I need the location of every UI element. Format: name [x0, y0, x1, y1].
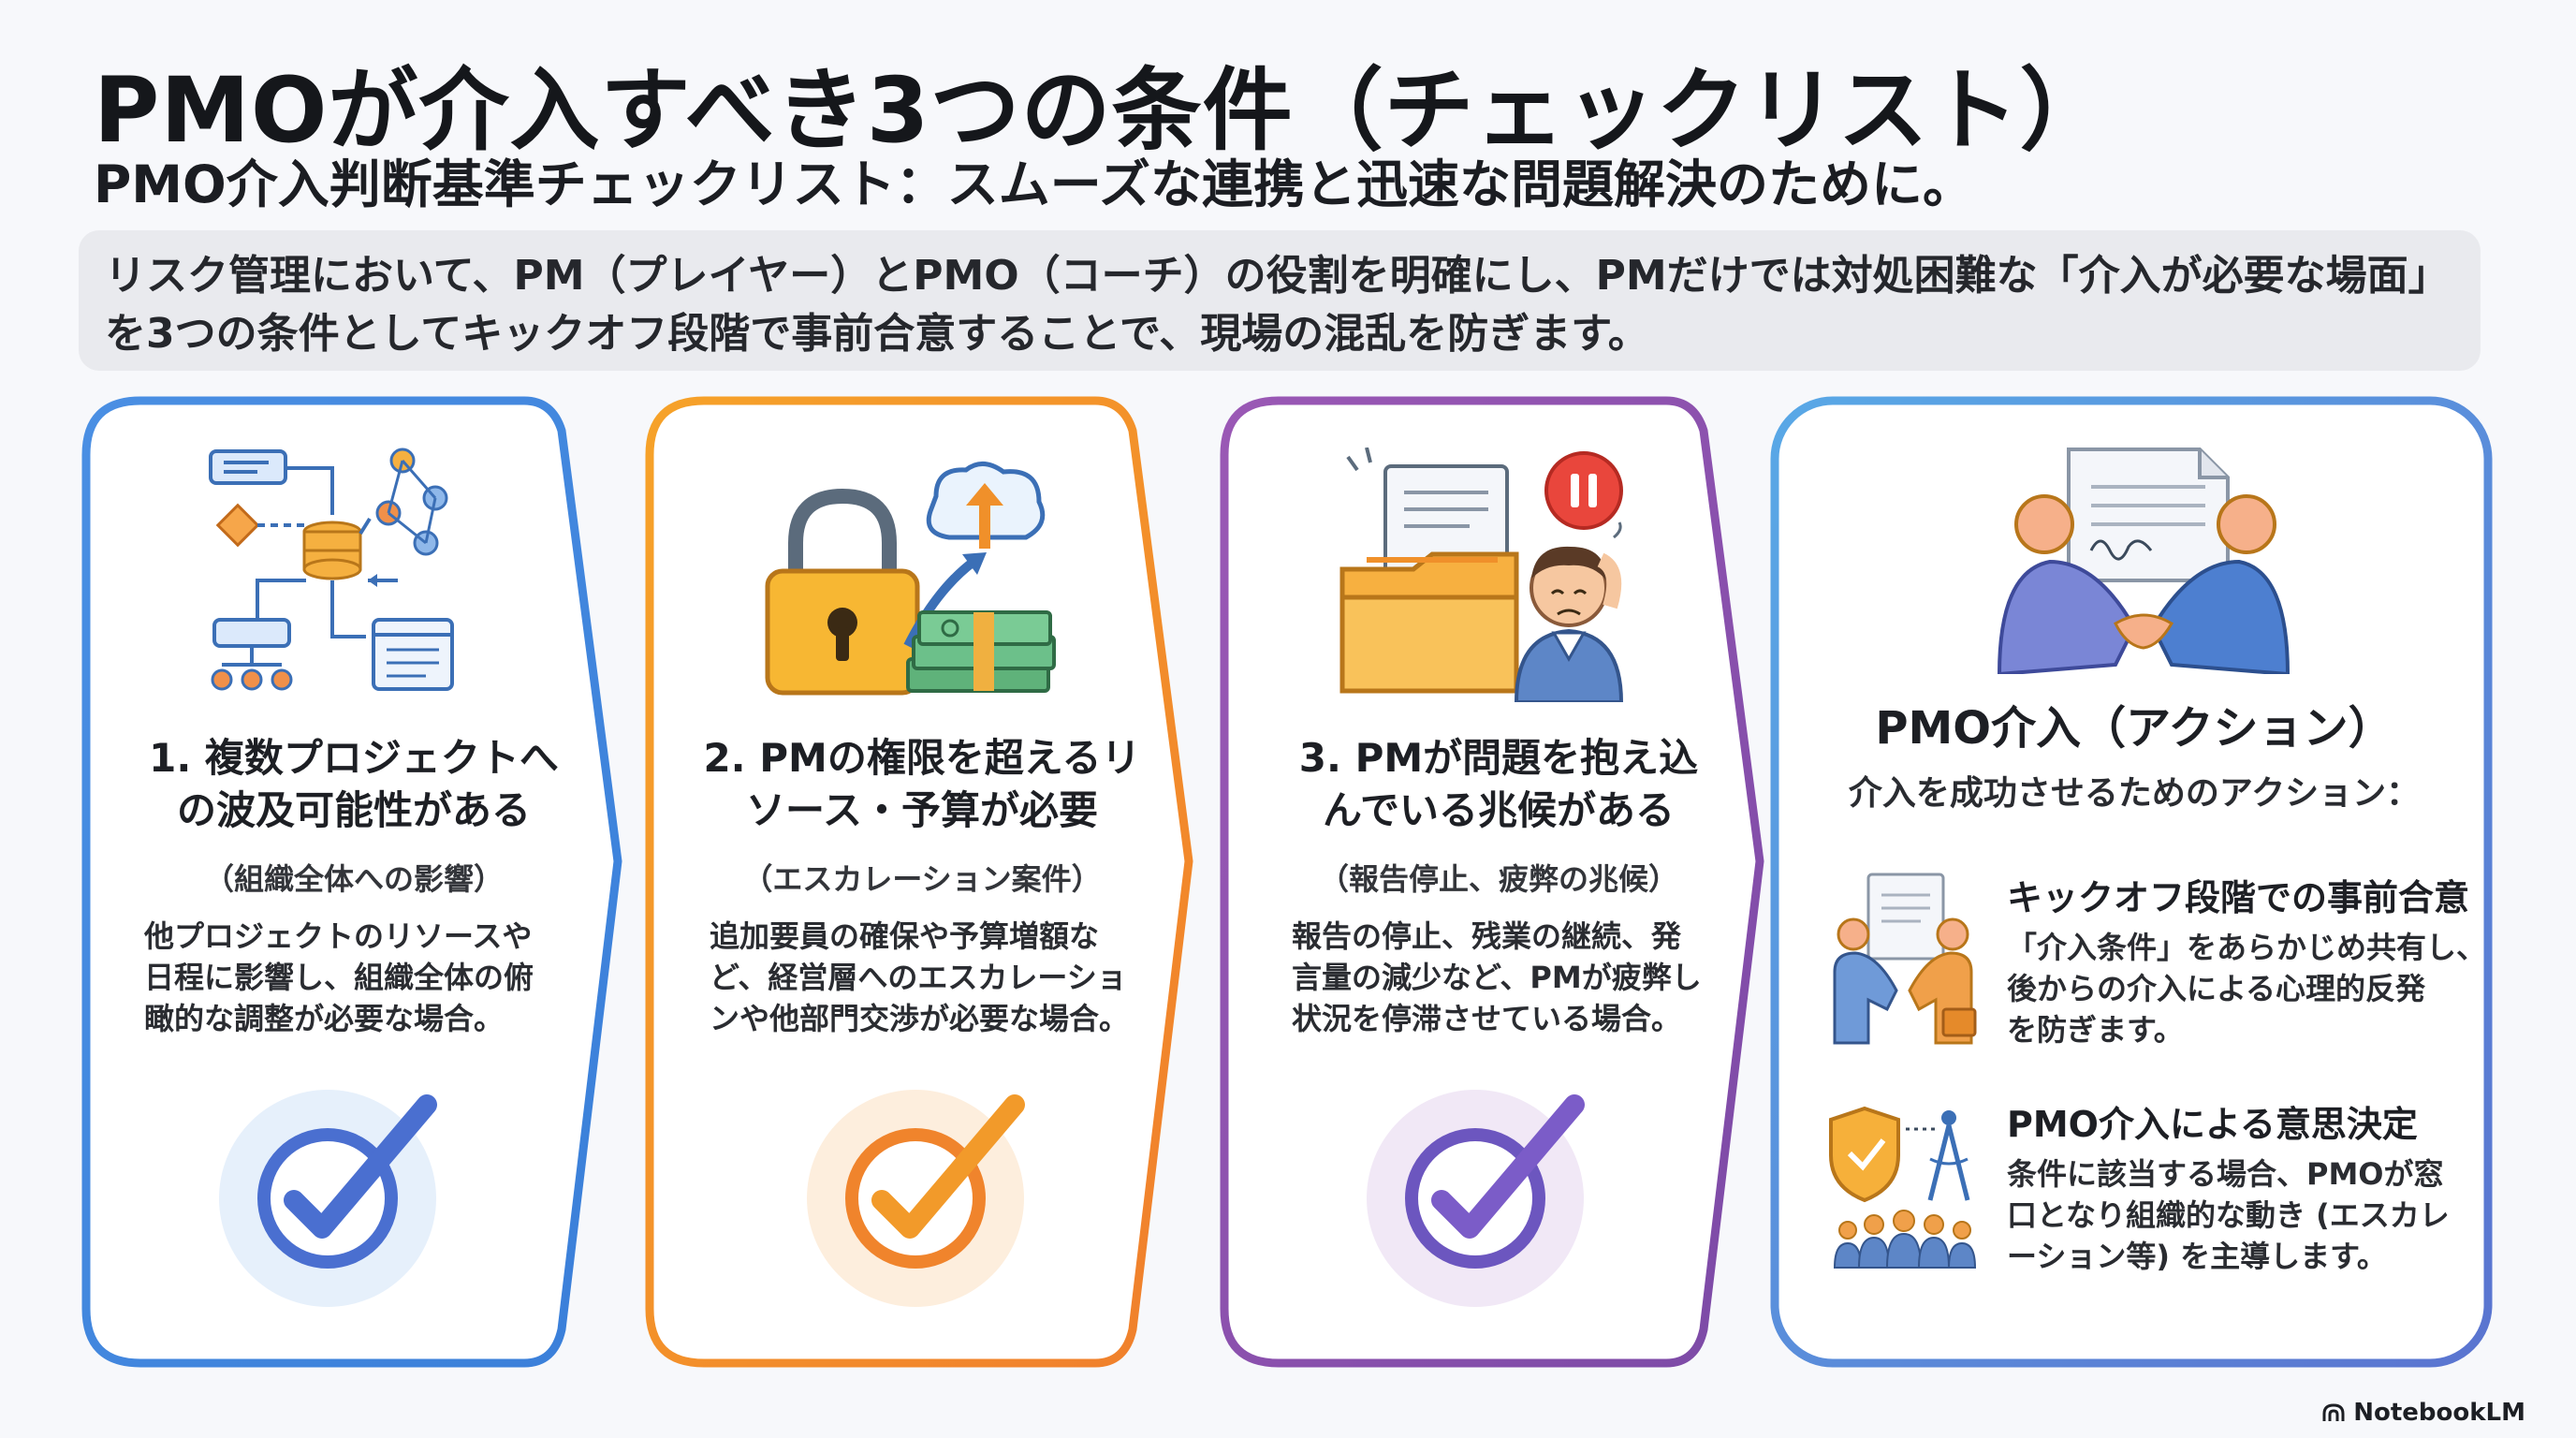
stressed-worker-icon — [1339, 448, 1624, 702]
condition-3-subtitle: （報告停止、疲弊の兆候） — [1318, 861, 1678, 897]
handshake-agreement-icon — [1833, 873, 1977, 1045]
condition-2: 2. PMの権限を超えるリ ソース・予算が必要 （エスカレーション案件） 追加要… — [674, 732, 1170, 1039]
intro-box: リスク管理において、PM（プレイヤー）とPMO（コーチ）の役割を明確にし、PMだ… — [79, 230, 2481, 371]
action-item-1-title: キックオフ段階での事前合意 — [2007, 877, 2470, 918]
condition-1-subtitle: （組織全体への影響） — [203, 861, 504, 897]
brand-name: NotebookLM — [2353, 1399, 2525, 1427]
action-lead: 介入を成功させるためのアクション： — [1848, 774, 2421, 813]
check-icon-3 — [1367, 1090, 1585, 1307]
intro-line-1: リスク管理において、PM（プレイヤー）とPMO（コーチ）の役割を明確にし、PMだ… — [105, 252, 2450, 300]
handshake-contract-icon — [1997, 448, 2291, 674]
check-icon-2 — [807, 1090, 1025, 1307]
condition-3-description: 報告の停止、残業の継続、発 言量の減少など、PMが疲弊し 状況を停滞させている場… — [1292, 918, 1702, 1036]
notebooklm-logo-icon — [2322, 1403, 2345, 1421]
action-item-1-description: 「介入条件」をあらかじめ共有し、 後からの介入による心理的反発 を防ぎます。 — [2007, 930, 2487, 1048]
condition-2-description: 追加要員の確保や予算増額な ど、経営層へのエスカレーショ ンや他部門交渉が必要な… — [710, 918, 1130, 1036]
page-subtitle: PMO介入判断基準チェックリスト：スムーズな連携と迅速な問題解決のために。 — [94, 154, 1975, 214]
action-title: PMO介入（アクション） — [1875, 702, 2393, 755]
lock-cloud-money-icon — [765, 462, 1056, 696]
condition-1-description: 他プロジェクトのリソースや 日程に影響し、組織全体の俯 瞰的な調整が必要な場合。 — [144, 918, 534, 1036]
condition-2-title: 2. PMの権限を超えるリ ソース・予算が必要 — [703, 735, 1141, 833]
condition-3-title: 3. PMが問題を抱え込 んでいる兆候がある — [1298, 735, 1699, 833]
condition-2-subtitle: （エスカレーション案件） — [742, 861, 1102, 897]
action-item-2-description: 条件に該当する場合、PMOが窓 口となり組織的な動き (エスカレ ーション等) … — [2007, 1156, 2450, 1274]
intro-line-2: を3つの条件としてキックオフ段階で事前合意することで、現場の混乱を防ぎます。 — [105, 310, 1649, 358]
condition-1: 1. 複数プロジェクトへ の波及可能性がある （組織全体への影響） 他プロジェク… — [110, 732, 597, 1039]
check-icon-1 — [219, 1090, 437, 1307]
condition-1-title: 1. 複数プロジェクトへ の波及可能性がある — [149, 735, 559, 833]
brand-label: NotebookLM — [2321, 1399, 2525, 1427]
network-diagram-icon — [209, 448, 454, 691]
action-item-2-title: PMO介入による意思決定 — [2007, 1104, 2418, 1145]
page-title: PMOが介入すべき3つの条件（チェックリスト） — [94, 58, 2111, 163]
condition-3: 3. PMが問題を抱え込 んでいる兆候がある （報告停止、疲弊の兆候） 報告の停… — [1251, 732, 1747, 1039]
shield-compass-team-icon — [1829, 1106, 1977, 1269]
